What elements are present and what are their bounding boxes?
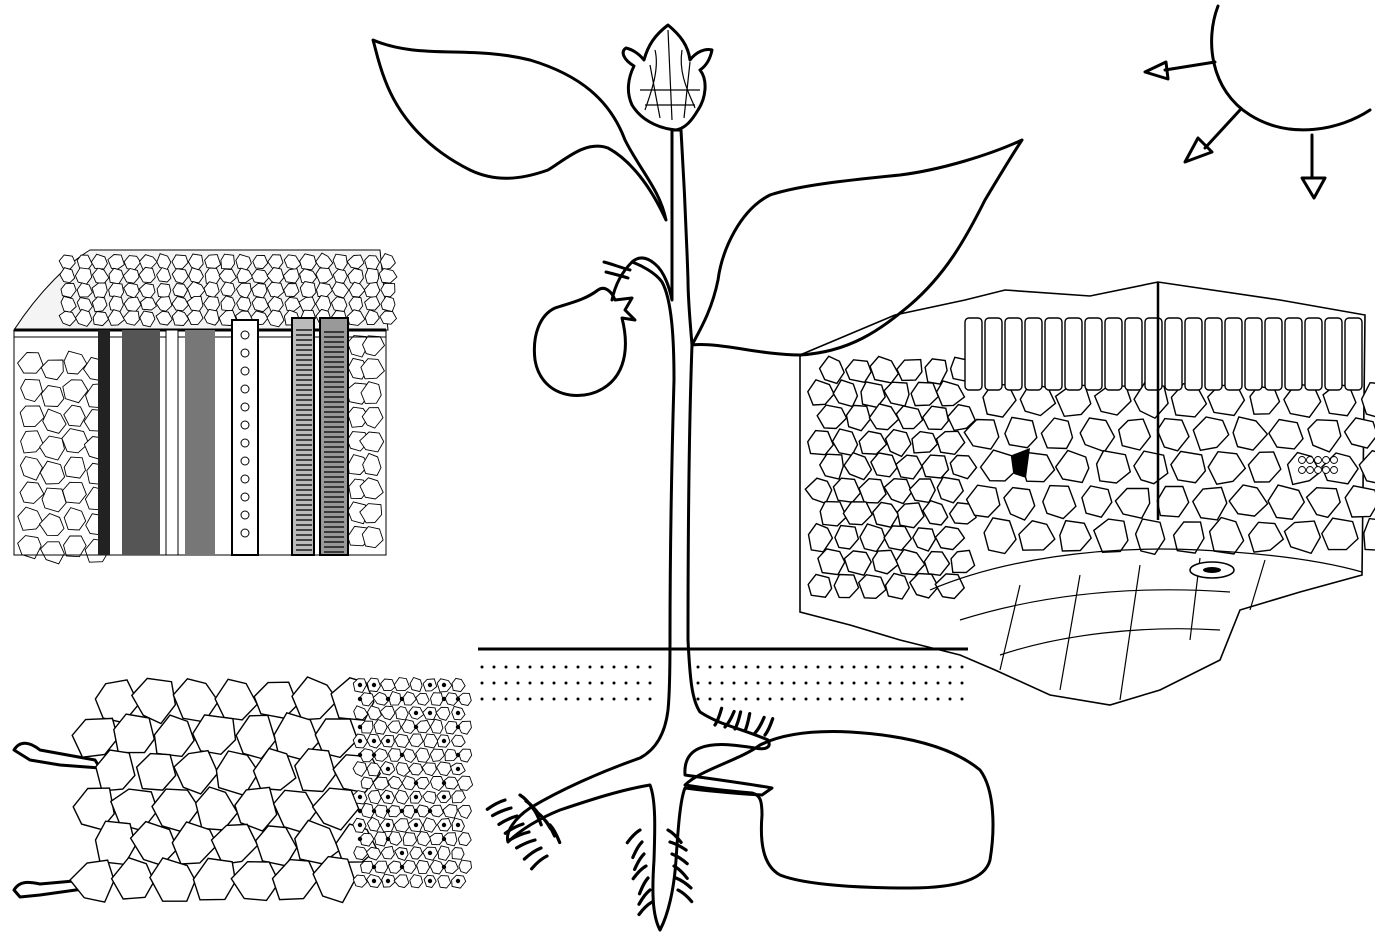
roots <box>487 708 772 914</box>
leaf-cross-section <box>800 282 1375 705</box>
soil-surface <box>478 649 968 701</box>
leaf-left <box>373 40 666 220</box>
stem-longitudinal-section <box>14 250 397 564</box>
fruit <box>534 262 635 395</box>
sun-icon <box>1145 6 1370 198</box>
flower-bud <box>623 25 712 130</box>
tuber <box>685 732 993 888</box>
root-cross-section <box>14 677 473 903</box>
